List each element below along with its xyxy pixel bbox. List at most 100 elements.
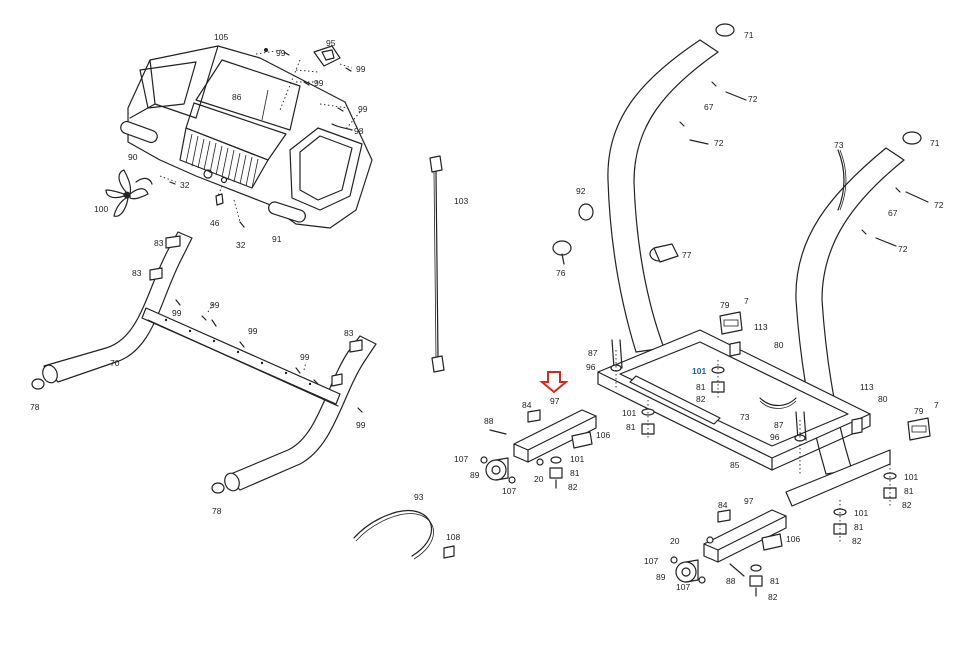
label-101-callout: 101 bbox=[692, 366, 706, 376]
label-82: 82 bbox=[768, 592, 778, 602]
label-81: 81 bbox=[570, 468, 580, 478]
label-82: 82 bbox=[568, 482, 578, 492]
label-84: 84 bbox=[522, 400, 532, 410]
rear-rail-97-left bbox=[480, 409, 597, 489]
hand-grip-91 bbox=[268, 201, 306, 223]
label-113: 113 bbox=[754, 322, 768, 332]
label-100: 100 bbox=[94, 204, 108, 214]
part-labels: 105 95 99 99 99 99 86 98 90 32 46 32 91 … bbox=[30, 30, 944, 602]
label-72: 72 bbox=[898, 244, 908, 254]
label-103: 103 bbox=[454, 196, 468, 206]
vent-grille bbox=[179, 127, 269, 189]
label-88: 88 bbox=[484, 416, 494, 426]
label-76: 76 bbox=[556, 268, 566, 278]
label-7: 7 bbox=[934, 400, 939, 410]
label-72: 72 bbox=[934, 200, 944, 210]
label-82: 82 bbox=[696, 394, 706, 404]
label-113: 113 bbox=[860, 382, 874, 392]
label-77: 77 bbox=[682, 250, 692, 260]
label-107: 107 bbox=[454, 454, 468, 464]
fan-100 bbox=[105, 169, 153, 217]
label-99: 99 bbox=[210, 300, 220, 310]
label-79: 79 bbox=[914, 406, 924, 416]
label-71: 71 bbox=[930, 138, 940, 148]
label-107: 107 bbox=[502, 486, 516, 496]
label-20: 20 bbox=[670, 536, 680, 546]
label-72: 72 bbox=[714, 138, 724, 148]
label-73: 73 bbox=[740, 412, 750, 422]
label-91: 91 bbox=[272, 234, 282, 244]
label-78: 78 bbox=[30, 402, 40, 412]
label-20: 20 bbox=[534, 474, 544, 484]
label-80: 80 bbox=[878, 394, 888, 404]
label-106: 106 bbox=[786, 534, 800, 544]
highlight-arrow bbox=[539, 371, 569, 394]
label-81: 81 bbox=[904, 486, 914, 496]
label-105: 105 bbox=[214, 32, 228, 42]
label-90: 90 bbox=[128, 152, 138, 162]
label-71: 71 bbox=[744, 30, 754, 40]
label-99: 99 bbox=[276, 48, 286, 58]
label-80: 80 bbox=[774, 340, 784, 350]
label-101: 101 bbox=[854, 508, 868, 518]
label-81: 81 bbox=[770, 576, 780, 586]
label-107: 107 bbox=[644, 556, 658, 566]
label-101: 101 bbox=[622, 408, 636, 418]
label-96: 96 bbox=[770, 432, 780, 442]
label-96: 96 bbox=[586, 362, 596, 372]
hand-grip-90 bbox=[120, 120, 158, 144]
label-99: 99 bbox=[172, 308, 182, 318]
handrail-70 bbox=[31, 231, 377, 494]
label-81: 81 bbox=[626, 422, 636, 432]
label-99: 99 bbox=[248, 326, 258, 336]
label-67: 67 bbox=[888, 208, 898, 218]
console-assembly bbox=[120, 45, 373, 229]
label-89: 89 bbox=[656, 572, 666, 582]
label-83: 83 bbox=[132, 268, 142, 278]
label-81: 81 bbox=[696, 382, 706, 392]
strap-93 bbox=[353, 510, 455, 560]
label-78: 78 bbox=[212, 506, 222, 516]
label-84: 84 bbox=[718, 500, 728, 510]
upright-frame bbox=[552, 23, 931, 542]
label-46: 46 bbox=[210, 218, 220, 228]
label-85: 85 bbox=[730, 460, 740, 470]
label-87: 87 bbox=[588, 348, 598, 358]
label-99: 99 bbox=[356, 420, 366, 430]
cable-103 bbox=[429, 155, 445, 373]
label-97: 97 bbox=[550, 396, 560, 406]
label-67: 67 bbox=[704, 102, 714, 112]
label-108: 108 bbox=[446, 532, 460, 542]
label-72: 72 bbox=[748, 94, 758, 104]
hood-fasteners bbox=[159, 45, 361, 228]
label-93: 93 bbox=[414, 492, 424, 502]
label-88: 88 bbox=[726, 576, 736, 586]
label-70: 70 bbox=[110, 358, 120, 368]
label-32: 32 bbox=[236, 240, 246, 250]
label-32: 32 bbox=[180, 180, 190, 190]
label-82: 82 bbox=[852, 536, 862, 546]
label-86: 86 bbox=[232, 92, 242, 102]
label-98: 98 bbox=[354, 126, 364, 136]
label-101: 101 bbox=[904, 472, 918, 482]
label-99: 99 bbox=[358, 104, 368, 114]
key-46 bbox=[215, 193, 224, 206]
label-99: 99 bbox=[356, 64, 366, 74]
label-95: 95 bbox=[326, 38, 336, 48]
label-101: 101 bbox=[570, 454, 584, 464]
label-99: 99 bbox=[314, 78, 324, 88]
label-106: 106 bbox=[596, 430, 610, 440]
label-73: 73 bbox=[834, 140, 844, 150]
label-82: 82 bbox=[902, 500, 912, 510]
label-79: 79 bbox=[720, 300, 730, 310]
label-89: 89 bbox=[470, 470, 480, 480]
label-87: 87 bbox=[774, 420, 784, 430]
label-81: 81 bbox=[854, 522, 864, 532]
label-99: 99 bbox=[300, 352, 310, 362]
label-83: 83 bbox=[154, 238, 164, 248]
label-83: 83 bbox=[344, 328, 354, 338]
bracket-95 bbox=[313, 45, 341, 67]
rear-rail-97-right bbox=[670, 509, 787, 597]
label-92: 92 bbox=[576, 186, 586, 196]
